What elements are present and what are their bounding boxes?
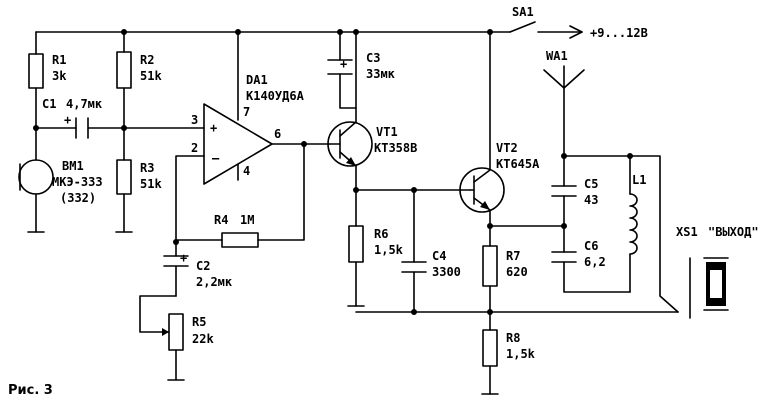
r6-value: 1,5k — [374, 243, 404, 257]
c4-ref: C4 — [432, 249, 446, 263]
resistor-r7: R7 620 — [482, 245, 528, 287]
connector-xs1: XS1 "ВЫХОД" — [676, 225, 759, 319]
capacitor-c3: + C3 33мк — [327, 51, 396, 81]
junction-dots — [33, 29, 633, 315]
opamp-plus: + — [210, 121, 217, 135]
vt1-model: КТ358В — [374, 141, 417, 155]
r8-ref: R8 — [506, 331, 520, 345]
c6-ref: C6 — [584, 239, 598, 253]
r7-ref: R7 — [506, 249, 520, 263]
c1-value: 4,7мк — [66, 97, 103, 111]
c6-value: 6,2 — [584, 255, 606, 269]
inductor-l1: L1 — [629, 173, 646, 255]
resistor-r1: R1 3k — [28, 53, 67, 89]
wa1-ref: WA1 — [546, 49, 568, 63]
r5-value: 22k — [192, 332, 214, 346]
r4-ref: R4 — [214, 213, 228, 227]
r7-value: 620 — [506, 265, 528, 279]
opamp-pin3: 3 — [191, 113, 198, 127]
r1-ref: R1 — [52, 53, 66, 67]
vt2-model: КТ645А — [496, 157, 540, 171]
transistor-vt1: VT1 КТ358В — [327, 121, 417, 167]
resistor-r2: R2 51k — [116, 51, 162, 89]
r8-value: 1,5k — [506, 347, 536, 361]
r4-value: 1M — [240, 213, 254, 227]
vt1-ref: VT1 — [376, 125, 398, 139]
xs1-ref: XS1 — [676, 225, 698, 239]
supply-voltage: +9...12В — [590, 26, 648, 40]
microphone-bm1: BM1 МКЭ-333 (332) — [18, 159, 103, 205]
xs1-label: "ВЫХОД" — [708, 225, 759, 239]
c2-ref: C2 — [196, 259, 210, 273]
bm1-alt: (332) — [60, 191, 96, 205]
r5-ref: R5 — [192, 315, 206, 329]
resistor-r3: R3 51k — [116, 159, 162, 195]
opamp-pin2: 2 — [191, 141, 198, 155]
l1-ref: L1 — [632, 173, 646, 187]
bm1-model: МКЭ-333 — [52, 175, 103, 189]
figure-caption: Рис. 3 — [8, 383, 53, 398]
power-input: SA1 +9...12В — [512, 5, 648, 40]
opamp-model: К140УД6А — [246, 89, 305, 103]
sa1-ref: SA1 — [512, 5, 534, 19]
capacitor-c5: C5 43 — [551, 177, 598, 207]
r2-value: 51k — [140, 69, 162, 83]
c3-value: 33мк — [366, 67, 396, 81]
c5-value: 43 — [584, 193, 598, 207]
c1-plus: + — [64, 113, 71, 127]
capacitor-c4: C4 3300 — [401, 249, 461, 279]
resistor-r6: R6 1,5k — [348, 225, 404, 263]
c5-ref: C5 — [584, 177, 598, 191]
c3-plus: + — [340, 57, 347, 71]
transistor-vt2: VT2 КТ645А — [459, 141, 540, 213]
antenna-wa1: WA1 — [543, 49, 585, 89]
opamp-minus: – — [212, 151, 220, 165]
opamp-da1: + – 3 2 6 7 4 DA1 К140УД6А — [191, 73, 305, 185]
opamp-pin6: 6 — [274, 127, 281, 141]
opamp-pin4: 4 — [243, 164, 250, 178]
r3-value: 51k — [140, 177, 162, 191]
c1-ref: C1 — [42, 97, 56, 111]
resistor-r5: R5 22k — [162, 313, 214, 351]
resistor-r8: R8 1,5k — [482, 329, 536, 367]
r2-ref: R2 — [140, 53, 154, 67]
capacitor-c2: + C2 2,2мк — [163, 251, 233, 289]
r3-ref: R3 — [140, 161, 154, 175]
vt2-ref: VT2 — [496, 141, 518, 155]
capacitor-c6: C6 6,2 — [551, 239, 606, 269]
c2-value: 2,2мк — [196, 275, 233, 289]
c4-value: 3300 — [432, 265, 461, 279]
r6-ref: R6 — [374, 227, 388, 241]
wiring — [27, 21, 679, 395]
c3-ref: C3 — [366, 51, 380, 65]
c2-plus: + — [180, 251, 187, 265]
bm1-ref: BM1 — [62, 159, 84, 173]
r1-value: 3k — [52, 69, 67, 83]
opamp-pin7: 7 — [243, 105, 250, 119]
capacitor-c1: + C1 4,7мк — [42, 97, 103, 139]
opamp-ref: DA1 — [246, 73, 268, 87]
resistor-r4: R4 1M — [214, 213, 259, 248]
